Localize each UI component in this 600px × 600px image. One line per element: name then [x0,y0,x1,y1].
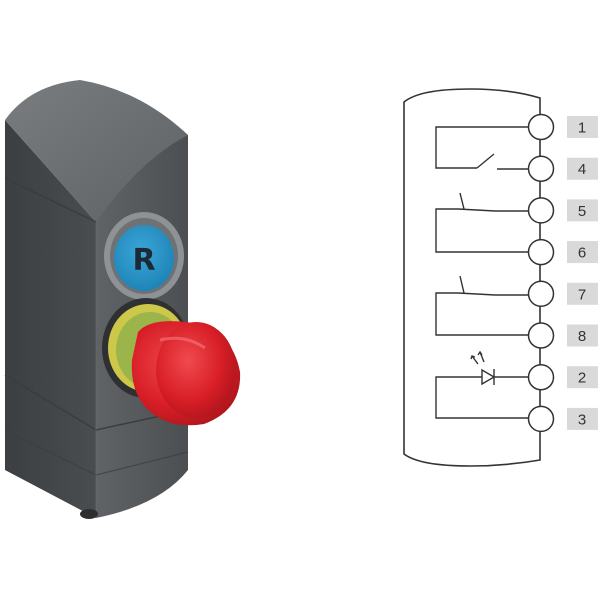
terminal-number: 5 [578,203,586,220]
reset-button: R [104,212,184,300]
contact-no-1-4 [435,126,530,170]
terminal-number: 4 [578,161,586,178]
terminal-4 [527,155,555,182]
terminal-1 [527,113,555,141]
terminal-label-box [567,116,598,138]
terminal-5 [527,197,555,224]
terminal-label-box [567,282,598,305]
terminal-strip: 1 4 5 6 7 8 2 3 [527,113,598,433]
emergency-stop-button [102,298,241,426]
terminal-label-box [567,324,598,347]
reset-button-label: R [132,243,155,278]
terminal-7 [527,280,555,308]
terminal-label-box [567,407,598,430]
terminal-label-box [567,199,598,222]
terminal-number: 1 [578,120,586,137]
led-indicator-2-3 [435,350,530,419]
cable-gland [80,509,98,519]
terminal-number: 6 [578,245,586,262]
led-diode-symbol [481,368,496,386]
terminal-label-box [567,241,598,264]
terminal-6 [527,238,555,266]
terminal-8 [527,322,555,349]
terminal-3 [527,405,555,433]
diagram-housing-outline [403,88,541,467]
contact-nc-5-6 [435,192,530,253]
terminal-label-box [567,157,598,180]
terminal-number: 8 [578,328,586,345]
enclosure-top-face [5,80,188,222]
terminal-number: 2 [578,370,586,387]
control-station-enclosure [4,80,189,519]
terminal-number: 3 [578,411,586,428]
contact-nc-7-8 [435,275,530,336]
terminal-label-box [567,366,598,389]
enclosure-seam-upper [4,177,97,223]
enclosure-side-face [5,120,96,518]
wiring-diagram: 1 4 5 6 7 8 2 3 [403,88,598,467]
terminal-2 [527,363,555,391]
led-light-arrow [471,355,479,365]
terminal-number: 7 [578,286,586,303]
